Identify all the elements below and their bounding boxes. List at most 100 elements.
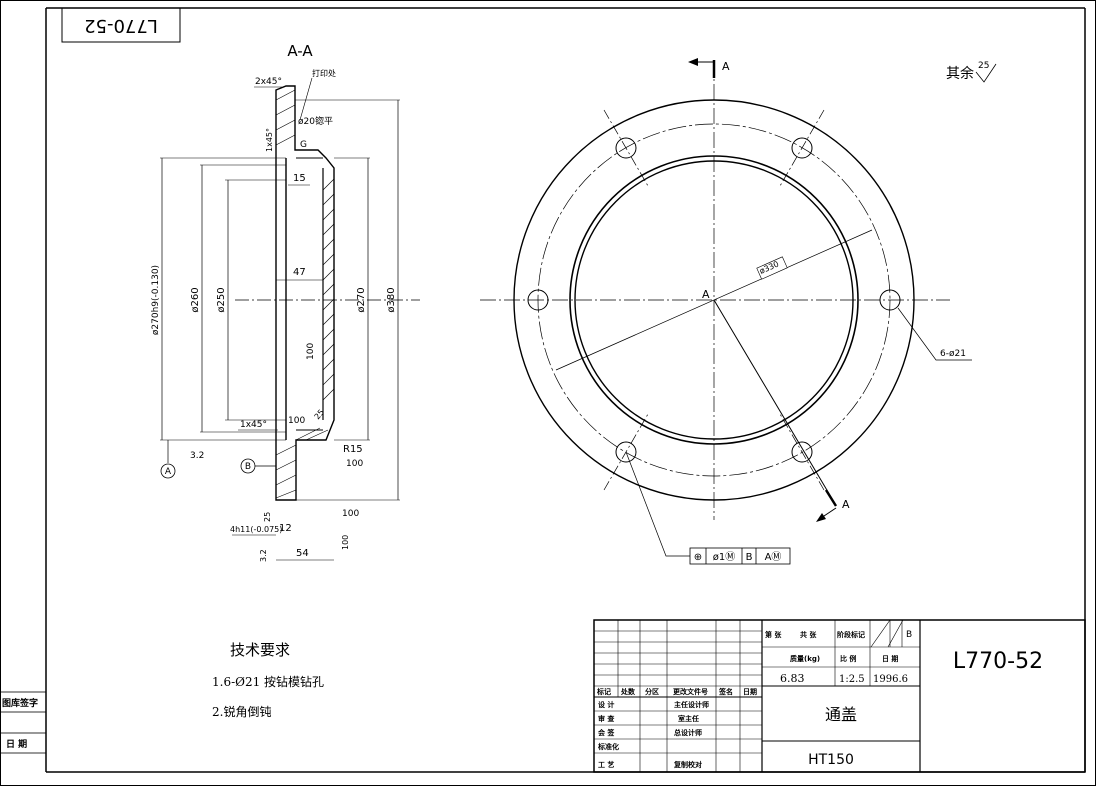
dia-330-line bbox=[555, 229, 873, 371]
rough-100-mid: 100 bbox=[306, 343, 316, 360]
tech-item-1: 1.6-Ø21 按钻模钻孔 bbox=[212, 674, 324, 689]
center-marker: A bbox=[702, 288, 710, 301]
outer-flange-circle bbox=[513, 99, 915, 501]
scale-label: 比 例 bbox=[840, 654, 856, 663]
tol-frame-leader bbox=[625, 451, 690, 557]
dim-54-label: 54 bbox=[296, 548, 309, 559]
archive-sign-label: 图库签字 bbox=[2, 697, 38, 709]
rough-100-corner: 100 bbox=[288, 416, 305, 426]
code-stamp-box: L770-52 bbox=[61, 7, 181, 43]
tech-title: 技术要求 bbox=[230, 641, 290, 659]
tol-value: ø1Ⓜ bbox=[713, 551, 735, 563]
dia-250-label: ø250 bbox=[216, 287, 227, 312]
rev-header-date: 日期 bbox=[743, 687, 757, 696]
rough-100-bottom: 100 bbox=[341, 535, 350, 550]
datum-a-label: A bbox=[165, 467, 172, 477]
drawing-number: L770-52 bbox=[953, 649, 1043, 674]
rev-header-zone: 分区 bbox=[645, 687, 659, 696]
rim-inner-circle bbox=[574, 160, 854, 440]
scale-value: 1:2.5 bbox=[839, 674, 865, 685]
rough-100-r: 100 bbox=[346, 459, 363, 469]
sheet-label: 第 张 bbox=[765, 630, 782, 639]
dia-270-label: ø270 bbox=[356, 287, 367, 312]
role-standard: 标准化 bbox=[597, 742, 619, 751]
chamfer-top-label: 2x45° bbox=[255, 77, 282, 87]
rev-header-doc: 更改文件号 bbox=[673, 687, 708, 696]
role-process: 工 艺 bbox=[598, 760, 614, 769]
mass-label: 质量(kg) bbox=[790, 654, 820, 663]
datum-b-marker: B bbox=[240, 458, 276, 474]
datum-a-marker: A bbox=[160, 440, 176, 479]
bolt-hole-bottom-left bbox=[615, 441, 637, 463]
section-arrow-top: A bbox=[688, 58, 730, 78]
section-hatch bbox=[275, 89, 335, 499]
rev-header-mark: 标记 bbox=[596, 687, 611, 696]
role-countersign: 会 签 bbox=[598, 728, 615, 737]
holes-note-leader bbox=[897, 307, 972, 361]
dim-12-label: 12 bbox=[279, 523, 292, 534]
holes-note: 6-ø21 bbox=[940, 349, 966, 359]
datum-b-label: B bbox=[245, 462, 251, 472]
rim-outer-circle bbox=[569, 155, 859, 445]
part-name: 通盖 bbox=[825, 705, 857, 724]
dia-260-label: ø260 bbox=[190, 287, 201, 312]
tol-symbol: ⊕ bbox=[694, 552, 702, 563]
date-label: 日 期 bbox=[882, 654, 898, 663]
surface-roughness-symbol bbox=[975, 63, 997, 83]
mass-value: 6.83 bbox=[780, 672, 805, 685]
left-strip bbox=[0, 691, 47, 754]
code-stamp: L770-52 bbox=[84, 15, 158, 36]
stage-value: B bbox=[906, 630, 912, 640]
surface-note-value: 25 bbox=[978, 61, 989, 71]
rev-header-count: 处数 bbox=[620, 687, 636, 696]
engrave-note: 打印处 bbox=[312, 68, 336, 78]
rough-32-bottom: 3.2 bbox=[259, 549, 268, 562]
rough-100-right: 100 bbox=[342, 509, 359, 519]
role-copy-check: 复制校对 bbox=[673, 760, 702, 769]
left-date-label: 日 期 bbox=[6, 738, 27, 750]
tech-item-2: 2.锐角倒钝 bbox=[212, 705, 271, 719]
role-review: 审 查 bbox=[598, 714, 615, 723]
section-mark-bottom: A bbox=[842, 498, 850, 511]
bolt-hole-bottom-right bbox=[791, 441, 813, 463]
dim-15-label: 15 bbox=[293, 173, 306, 184]
cutting-plane-line bbox=[713, 299, 835, 503]
dim-47-label: 47 bbox=[293, 267, 306, 278]
bolt-hole-left bbox=[527, 289, 549, 311]
rough-32-left: 3.2 bbox=[190, 451, 204, 461]
radius-15-label: R15 bbox=[343, 444, 363, 455]
section-label: A-A bbox=[287, 42, 313, 60]
chamfer-bottom-label: 1x45° bbox=[240, 420, 267, 430]
tol-datum-a: AⓂ bbox=[765, 551, 782, 563]
chamfer-small-label: 1x45° bbox=[265, 128, 274, 152]
section-mark-top: A bbox=[722, 60, 730, 73]
bolt-hole-top-left bbox=[615, 137, 637, 159]
diameter-dimension-lines bbox=[161, 100, 399, 500]
hole-note: ø20锪平 bbox=[298, 115, 333, 127]
diameter-extension-lines bbox=[160, 99, 400, 501]
stage-label: 阶段标记 bbox=[837, 630, 865, 639]
engrave-leader bbox=[299, 77, 313, 121]
role-design: 设 计 bbox=[598, 700, 614, 709]
surface-note-prefix: 其余 bbox=[946, 65, 974, 82]
fit-4h11-label: 4h11(-0.075) bbox=[230, 525, 282, 534]
rough-25-low: 25 bbox=[263, 512, 272, 522]
bolt-hole-right bbox=[879, 289, 901, 311]
dia-380-label: ø380 bbox=[386, 287, 397, 312]
g-label: G bbox=[300, 140, 307, 150]
position-tolerance-frame: ⊕ ø1Ⓜ B AⓂ bbox=[689, 547, 791, 565]
role-chief-designer: 主任设计师 bbox=[674, 700, 709, 709]
section-arrow-bottom: A bbox=[816, 489, 850, 522]
date-value: 1996.6 bbox=[873, 674, 908, 685]
tol-datum-b: B bbox=[746, 552, 753, 563]
bolt-circle bbox=[537, 123, 891, 477]
material: HT150 bbox=[808, 752, 854, 768]
rev-header-sign: 签名 bbox=[718, 687, 733, 696]
role-office-head: 室主任 bbox=[678, 714, 699, 723]
title-block bbox=[593, 619, 1086, 773]
plan-view bbox=[480, 60, 972, 557]
dia-270-tol-label: ø270h9(-0.130) bbox=[151, 265, 161, 335]
bolt-hole-top-right bbox=[791, 137, 813, 159]
